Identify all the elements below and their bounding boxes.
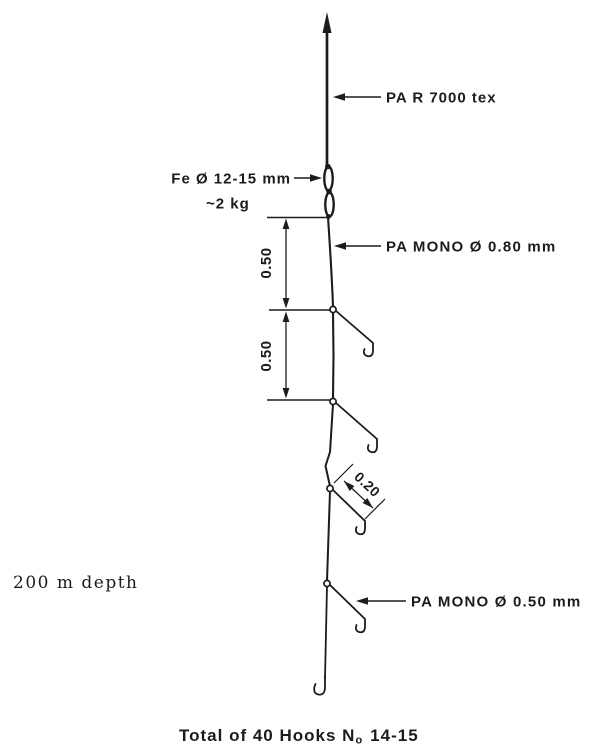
weight-mass-label: ~2 kg <box>206 196 250 213</box>
weight-upper-eye <box>323 165 334 192</box>
lower-spacing-label: 0.50 <box>258 340 275 371</box>
mainline-segment-3 <box>324 403 334 487</box>
weight-swivel-symbol <box>323 163 335 219</box>
upleft-arrowhead-icon <box>344 481 355 491</box>
caption-text: Total of 40 Hooks N <box>179 726 355 745</box>
lower-mono-label: PA MONO Ø 0.50 mm <box>411 594 581 611</box>
mainline-segment-1 <box>326 216 335 308</box>
snood-length-label: 0.20 <box>351 469 383 501</box>
left-arrowhead-icon <box>333 93 345 101</box>
caption-hook-number-subscript: o <box>355 735 363 747</box>
caption-hook-range: 14-15 <box>370 726 418 745</box>
down-arrowhead-icon <box>282 388 290 399</box>
snood-dim-tick-lower <box>364 498 386 520</box>
weight-lower-eye <box>324 191 335 218</box>
up-arrow-icon <box>322 12 332 33</box>
spacing-dimension-group: 0.50 0.50 <box>258 216 331 401</box>
up-arrowhead-icon <box>282 311 290 322</box>
down-arrowhead-icon <box>282 298 290 309</box>
mainline-segment-5 <box>324 585 328 680</box>
upper-mono-label: PA MONO Ø 0.80 mm <box>386 239 556 256</box>
weight-middle-knot <box>326 188 332 195</box>
terminal-hook-icon <box>313 675 326 696</box>
lower-mono-label-group: PA MONO Ø 0.50 mm <box>356 594 581 611</box>
downright-arrowhead-icon <box>362 498 373 508</box>
mainline-segment-2 <box>331 311 335 400</box>
upper-mono-label-group: PA MONO Ø 0.80 mm <box>334 239 556 256</box>
snood-4-with-hook <box>329 584 366 634</box>
weight-label-group: Fe Ø 12-15 mm ~2 kg <box>171 171 322 213</box>
branch-swivel-2 <box>329 397 337 406</box>
left-arrowhead-icon <box>356 597 368 605</box>
up-arrowhead-icon <box>282 218 290 229</box>
snood-2-with-hook <box>335 402 378 454</box>
upper-spacing-label: 0.50 <box>258 247 275 278</box>
right-arrowhead-icon <box>310 174 322 182</box>
branch-swivel-3 <box>326 484 334 493</box>
mainline-material-label: PA R 7000 tex <box>386 90 497 107</box>
snood-3-with-hook <box>332 489 366 536</box>
weight-top-knot <box>325 163 331 170</box>
mainline-segment-4 <box>326 490 331 582</box>
snood-1-with-hook <box>335 310 374 358</box>
caption: Total of 40 Hooks No 14-15 <box>179 726 419 747</box>
depth-label: 200 m depth <box>13 573 138 593</box>
left-arrowhead-icon <box>334 242 346 250</box>
snood-length-dimension-group: 0.20 <box>333 463 386 520</box>
branch-swivel-4 <box>323 579 331 588</box>
mainline-label-group: PA R 7000 tex <box>333 90 497 107</box>
snood-dim-tick-upper <box>333 463 354 484</box>
weight-spec-label: Fe Ø 12-15 mm <box>171 171 291 188</box>
